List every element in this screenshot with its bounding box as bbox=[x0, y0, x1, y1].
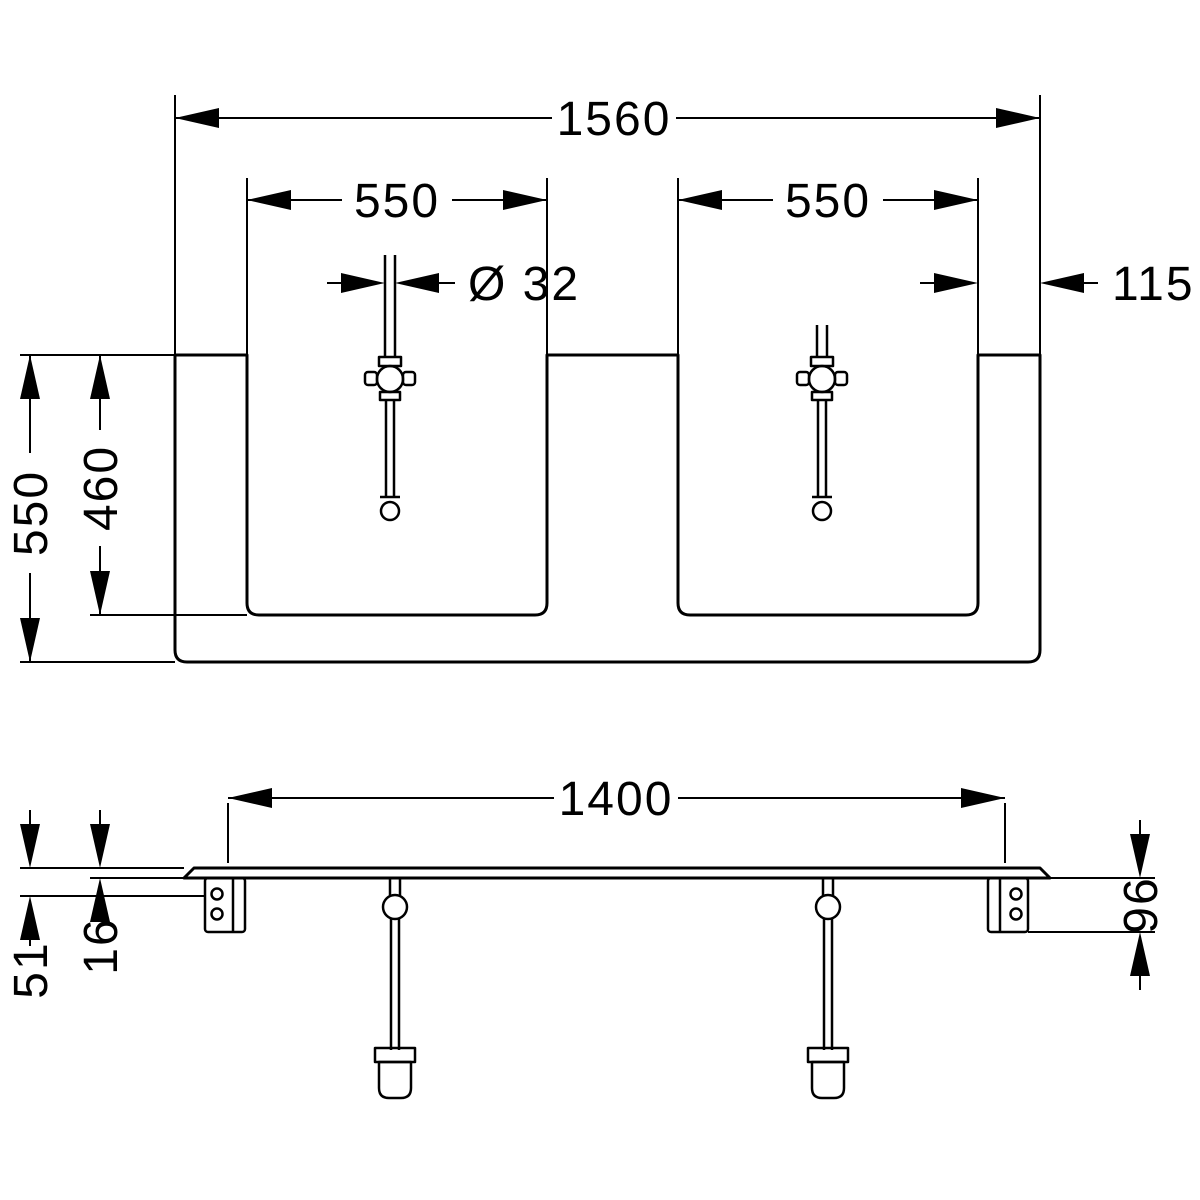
waste-valve-body bbox=[375, 364, 405, 394]
arrowhead-down bbox=[20, 618, 40, 662]
bracket-body bbox=[203, 876, 247, 934]
drain-outlet bbox=[379, 500, 401, 522]
bracket-body bbox=[986, 876, 1030, 934]
arrowhead-up bbox=[20, 896, 40, 940]
arrowhead-left bbox=[1040, 273, 1084, 293]
arrowhead-left bbox=[395, 273, 439, 293]
dim-right-cutout: 550 bbox=[677, 175, 979, 355]
arrowhead-down bbox=[90, 571, 110, 615]
dim-label-overall-depth: 550 bbox=[5, 470, 58, 556]
trap-cup-rim bbox=[373, 1046, 417, 1064]
arrowhead-down bbox=[1130, 834, 1150, 878]
left-drain-set bbox=[363, 255, 417, 522]
valve-nut bbox=[810, 390, 834, 402]
dim-label-bracket-hole-offset: 51 bbox=[5, 941, 58, 998]
dim-label-drain-diameter: Ø 32 bbox=[468, 258, 580, 311]
drain-flange bbox=[809, 355, 835, 368]
trap-cup-body bbox=[377, 1060, 413, 1100]
arrowhead-up bbox=[90, 878, 110, 922]
arrowhead-down bbox=[90, 824, 110, 868]
arrowhead-up bbox=[90, 355, 110, 399]
arrowhead-right bbox=[961, 788, 1005, 808]
drain-flange bbox=[377, 355, 403, 368]
dim-cutout-depth: 460 bbox=[75, 355, 247, 616]
dim-label-overall-width: 1560 bbox=[557, 93, 672, 146]
arrowhead-right bbox=[996, 108, 1040, 128]
arrowhead-down bbox=[20, 824, 40, 868]
arrowhead-left bbox=[247, 190, 291, 210]
dim-label-right-edge-offset: 115 bbox=[1112, 258, 1195, 311]
valve-wing-right bbox=[401, 370, 417, 387]
arrowhead-left bbox=[678, 190, 722, 210]
dim-label-cutout-depth: 460 bbox=[75, 445, 128, 531]
trap-cup-rim bbox=[806, 1046, 850, 1064]
arrowhead-right bbox=[934, 273, 978, 293]
arrowhead-left bbox=[228, 788, 272, 808]
plan-view: 1560 550 550 Ø 32 bbox=[5, 93, 1195, 664]
arrowhead-right bbox=[934, 190, 978, 210]
dim-drain-diameter: Ø 32 bbox=[327, 258, 580, 311]
dim-label-plate-thickness: 16 bbox=[75, 917, 128, 974]
arrowhead-right bbox=[503, 190, 547, 210]
front-view: 1400 bbox=[5, 773, 1168, 1100]
right-drain-set bbox=[795, 325, 849, 522]
dim-plate-thickness: 16 bbox=[75, 810, 184, 975]
bracket-hole bbox=[210, 887, 224, 901]
dim-bracket-drop: 96 bbox=[1028, 820, 1168, 990]
right-wall-bracket bbox=[986, 876, 1030, 934]
dim-label-right-cutout: 550 bbox=[785, 175, 871, 228]
bracket-hole bbox=[210, 907, 224, 921]
dim-bracket-hole-offset: 51 bbox=[5, 810, 205, 999]
console-outline bbox=[173, 353, 1042, 664]
valve-wing-left bbox=[795, 370, 811, 387]
console-plate bbox=[182, 866, 1052, 880]
dim-bracket-spacing: 1400 bbox=[227, 773, 1006, 863]
valve-wing-right bbox=[833, 370, 849, 387]
arrowhead-up bbox=[20, 355, 40, 399]
dim-right-edge-offset: 115 bbox=[920, 258, 1195, 311]
trap-ball-joint bbox=[814, 893, 842, 921]
dim-left-cutout: 550 bbox=[246, 175, 548, 355]
dim-label-bracket-spacing: 1400 bbox=[559, 773, 674, 826]
valve-wing-left bbox=[363, 370, 379, 387]
arrowhead-left bbox=[175, 108, 219, 128]
valve-nut bbox=[378, 390, 402, 402]
arrowhead-up bbox=[1130, 932, 1150, 976]
bracket-hole bbox=[1009, 907, 1023, 921]
waste-valve-body bbox=[807, 364, 837, 394]
arrowhead-right bbox=[341, 273, 385, 293]
dim-label-bracket-drop: 96 bbox=[1115, 876, 1168, 933]
right-bottle-trap bbox=[806, 878, 850, 1100]
trap-cup-body bbox=[810, 1060, 846, 1100]
left-bottle-trap bbox=[373, 878, 417, 1100]
trap-ball-joint bbox=[381, 893, 409, 921]
bracket-hole bbox=[1009, 887, 1023, 901]
dim-overall-width: 1560 bbox=[174, 93, 1041, 355]
drain-outlet bbox=[811, 500, 833, 522]
dim-overall-depth: 550 bbox=[5, 354, 175, 663]
dim-label-left-cutout: 550 bbox=[354, 175, 440, 228]
left-wall-bracket bbox=[203, 876, 247, 934]
